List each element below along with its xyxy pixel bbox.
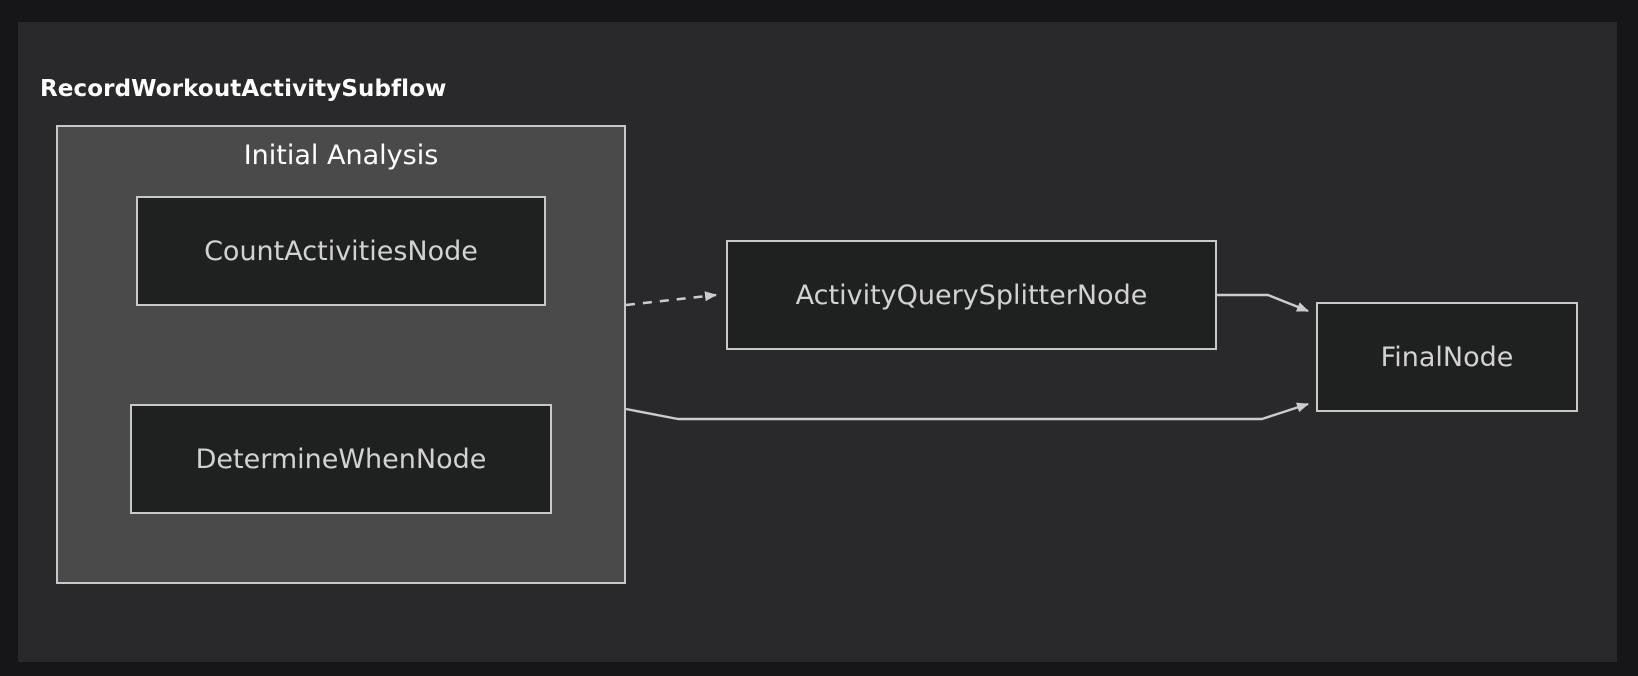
node-determine-when[interactable]: DetermineWhenNode <box>130 404 552 514</box>
node-final[interactable]: FinalNode <box>1316 302 1578 412</box>
node-activity-query-splitter[interactable]: ActivityQuerySplitterNode <box>726 240 1217 350</box>
node-label: DetermineWhenNode <box>195 443 487 475</box>
page-title: RecordWorkoutActivitySubflow <box>40 76 447 102</box>
node-label: CountActivitiesNode <box>204 235 478 267</box>
subgraph-label: Initial Analysis <box>243 140 439 171</box>
node-label: ActivityQuerySplitterNode <box>795 279 1148 311</box>
node-label: FinalNode <box>1380 341 1514 373</box>
subgraph-initial-analysis[interactable]: Initial Analysis <box>56 125 626 584</box>
node-count-activities[interactable]: CountActivitiesNode <box>136 196 546 306</box>
